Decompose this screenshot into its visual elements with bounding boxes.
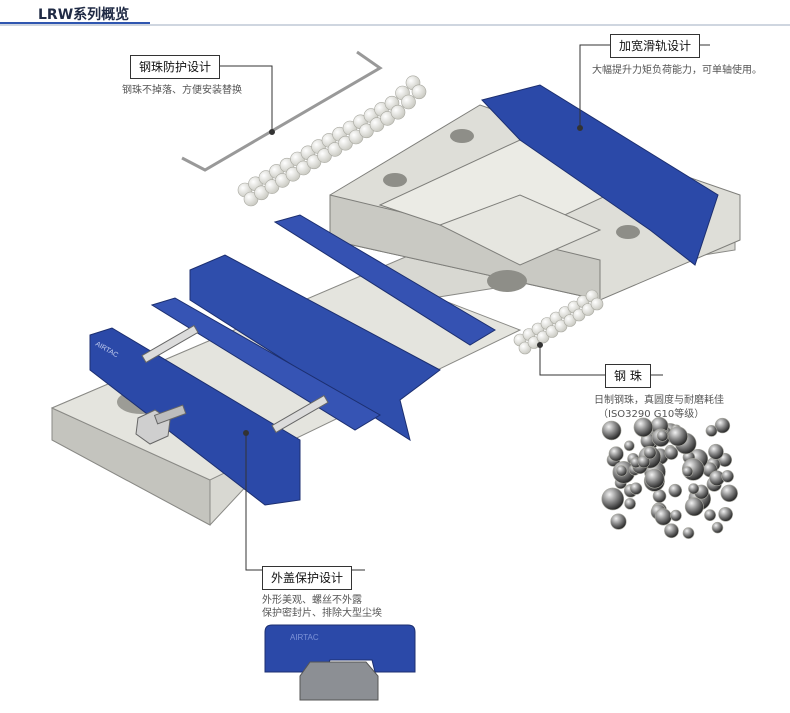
steel-ball <box>718 506 733 522</box>
callout-wide-rail-label: 加宽滑轨设计 <box>619 39 692 53</box>
chain-ball <box>401 94 416 110</box>
callout-outer-cover-note-1: 外形美观、螺丝不外露 <box>262 595 362 606</box>
steel-ball <box>705 425 718 437</box>
callout-steel-ball: 钢 珠 <box>605 364 651 388</box>
steel-ball <box>688 483 700 495</box>
steel-ball <box>601 487 625 511</box>
callout-steel-ball-guard-label: 钢珠防护设计 <box>139 60 212 74</box>
steel-ball <box>615 465 628 477</box>
steel-ball <box>704 509 716 522</box>
steel-ball <box>643 446 657 460</box>
callout-steel-ball-note-2: （ISO3290 G10等级） <box>598 409 705 420</box>
callout-steel-ball-label: 钢 珠 <box>614 369 642 383</box>
steel-ball <box>682 466 694 478</box>
retainer-wire <box>181 50 383 172</box>
callout-wide-rail: 加宽滑轨设计 <box>610 34 701 58</box>
header-bar: LRW系列概览 <box>0 0 790 30</box>
steel-ball <box>668 426 688 447</box>
mounting-screws <box>135 324 329 445</box>
steel-ball-cluster <box>601 417 738 539</box>
header-rule <box>0 24 790 26</box>
steel-ball <box>624 497 636 510</box>
callout-outer-cover: 外盖保护设计 <box>262 566 353 590</box>
groove-balls <box>513 289 604 355</box>
steel-ball <box>624 440 635 452</box>
end-seal-plates <box>89 214 496 506</box>
page-title: LRW系列概览 <box>38 7 130 23</box>
steel-ball <box>721 470 734 483</box>
callout-steel-ball-guard: 钢珠防护设计 <box>130 55 221 79</box>
steel-ball <box>654 508 672 526</box>
callout-outer-cover-note-2: 保护密封片、排除大型尘埃 <box>262 608 382 619</box>
steel-ball <box>708 443 724 460</box>
steel-ball <box>682 527 695 539</box>
steel-ball <box>714 417 731 434</box>
steel-ball <box>629 482 643 495</box>
steel-ball <box>601 420 622 441</box>
callout-wide-rail-note: 大幅提升力矩负荷能力，可单轴使用。 <box>592 65 762 76</box>
steel-ball <box>668 483 682 498</box>
ball-chain <box>237 75 427 207</box>
steel-ball <box>720 484 738 502</box>
steel-ball <box>633 417 654 438</box>
steel-ball <box>711 521 724 534</box>
callout-steel-ball-note-1: 日制钢珠，真圆度与耐磨耗佳 <box>594 395 724 406</box>
steel-ball <box>656 430 669 442</box>
steel-ball <box>610 513 627 530</box>
steel-ball <box>608 446 624 462</box>
chain-ball <box>390 104 406 120</box>
outer-cover-inset <box>264 624 416 701</box>
svg-text:AIRTAC: AIRTAC <box>290 633 319 642</box>
steel-ball <box>670 509 682 522</box>
steel-ball <box>637 455 651 469</box>
chain-ball <box>411 84 427 100</box>
callout-steel-ball-guard-note: 钢珠不掉落、方便安装替换 <box>122 85 242 96</box>
steel-ball <box>644 468 665 489</box>
steel-ball <box>664 523 679 539</box>
callout-outer-cover-label: 外盖保护设计 <box>271 571 344 585</box>
groove-ball <box>590 297 604 311</box>
steel-ball <box>664 446 679 460</box>
carriage-block <box>329 84 741 301</box>
steel-ball <box>684 497 704 517</box>
